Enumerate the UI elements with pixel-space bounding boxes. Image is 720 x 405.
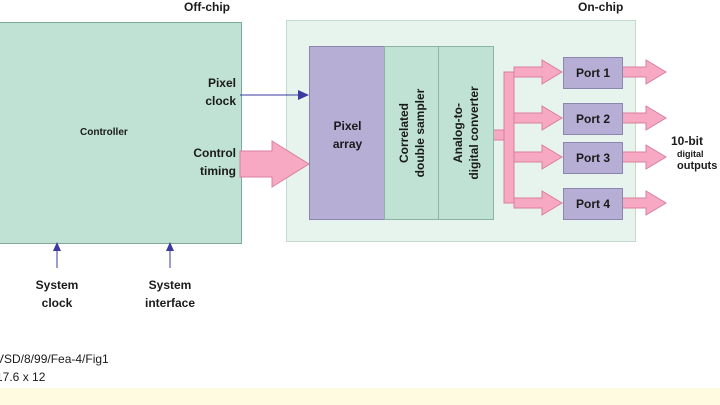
- pixel-clock-label-line1: Pixel: [207, 76, 236, 90]
- system-clock-label: System clock: [24, 276, 90, 312]
- caption-line2: 17.6 x 12: [0, 370, 46, 384]
- system-interface-label-line2: interface: [144, 296, 196, 310]
- controller-label: Controller: [80, 127, 128, 138]
- control-timing-label-line1: Control: [193, 146, 236, 160]
- output-label: 10-bit digital outputs: [671, 134, 720, 173]
- pixel-clock-label-line2: clock: [205, 94, 236, 108]
- on-chip-header: On-chip: [578, 0, 624, 14]
- port-distribution-arrows: [491, 59, 563, 216]
- control-timing-label-line2: timing: [200, 164, 236, 178]
- correlated-double-sampler-block: Correlated double sampler: [384, 46, 440, 220]
- controller-box: [0, 22, 242, 244]
- port-2: Port 2: [563, 103, 623, 135]
- control-timing-label: Control timing: [170, 144, 236, 180]
- port-3: Port 3: [563, 142, 623, 174]
- output-arrows: [620, 59, 667, 216]
- output-label-line2: digital: [677, 149, 704, 159]
- footer-bar: [0, 388, 720, 405]
- output-label-line3: outputs: [677, 160, 718, 172]
- caption-line1: VSD/8/99/Fea-4/Fig1: [0, 352, 109, 366]
- output-label-line1: 10-bit: [671, 134, 704, 148]
- port-1: Port 1: [563, 57, 623, 89]
- off-chip-header: Off-chip: [184, 0, 230, 14]
- system-clock-label-line1: System: [35, 278, 79, 292]
- pixel-array-block: Pixel array: [309, 46, 386, 220]
- system-clock-arrow: [53, 242, 61, 268]
- adc-label-line1: Analog-to-: [451, 103, 465, 163]
- pixel-clock-arrowhead: [298, 90, 309, 100]
- port-4: Port 4: [563, 188, 623, 220]
- system-interface-label-line1: System: [148, 278, 192, 292]
- system-interface-label: System interface: [132, 276, 208, 312]
- cds-label-line2: double sampler: [413, 88, 427, 178]
- system-clock-label-line2: clock: [41, 296, 73, 310]
- cds-label: Correlated double sampler: [396, 89, 428, 178]
- adc-block: Analog-to- digital converter: [438, 46, 494, 220]
- pixel-clock-label: Pixel clock: [186, 74, 236, 110]
- adc-label-line2: digital converter: [467, 86, 481, 180]
- system-interface-arrow: [166, 242, 174, 268]
- cds-label-line1: Correlated: [397, 102, 411, 164]
- pixel-array-label: Pixel array: [310, 117, 385, 153]
- adc-label: Analog-to- digital converter: [450, 86, 482, 179]
- pixel-array-label-line1: Pixel: [333, 119, 362, 133]
- control-timing-arrow: [239, 140, 310, 188]
- figure-caption: VSD/8/99/Fea-4/Fig1 17.6 x 12: [0, 350, 109, 386]
- pixel-array-label-line2: array: [332, 137, 363, 151]
